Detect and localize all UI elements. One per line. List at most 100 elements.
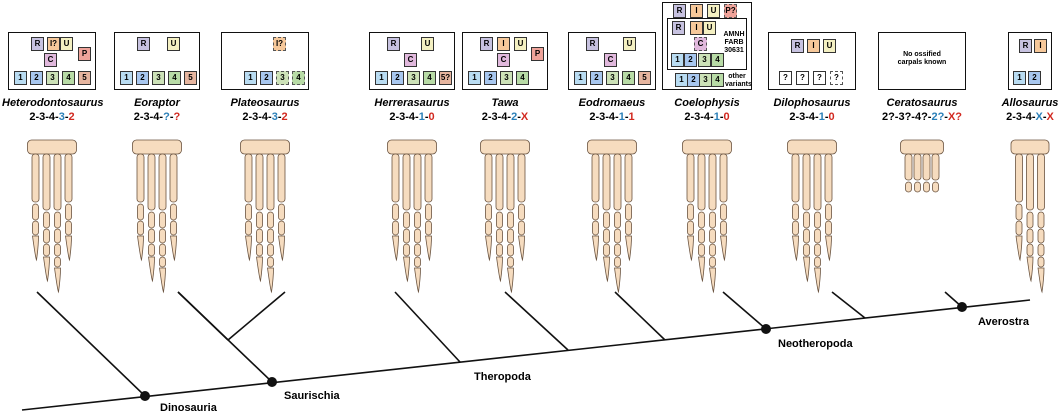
carpal-tile-4: 4 — [423, 71, 436, 85]
carpal-tile-U: U — [707, 4, 720, 18]
carpal-tile-U: U — [623, 37, 636, 51]
hand-skeleton-dilophosaurus — [787, 139, 837, 294]
taxon-name: Herrerasaurus — [374, 97, 450, 109]
phalangeal-formula: 2-3-4-3-2 — [242, 111, 288, 123]
carpal-tile-R: R — [1019, 39, 1032, 53]
taxon-name: Ceratosaurus — [886, 97, 958, 109]
carpal-tile-2: 2 — [687, 73, 700, 87]
hand-skeleton-tawa — [480, 139, 530, 294]
phalangeal-formula: 2-3-4-2-X — [481, 111, 529, 123]
carpal-tile-2: 2 — [1028, 71, 1041, 85]
hand-skeleton-coelophysis — [682, 139, 732, 294]
carpus-diagram-ceratosaurus: No ossified carpals known — [878, 32, 966, 90]
carpal-tile-5: 5 — [184, 71, 197, 85]
carpal-tile-1: 1 — [244, 71, 257, 85]
carpal-tile-1: 1 — [1013, 71, 1026, 85]
hand-skeleton-allosaurus — [1010, 139, 1050, 294]
clade-label-neotheropoda: Neotheropoda — [778, 338, 853, 350]
hand-skeleton-eodromaeus — [587, 139, 637, 294]
carpal-tile-3: 3 — [606, 71, 619, 85]
carpal-tile-I: I — [690, 4, 703, 18]
carpal-tile-4: 4 — [711, 73, 724, 87]
hand-skeleton-herrerasaurus — [387, 139, 437, 294]
carpal-tile-q: ? — [830, 71, 843, 85]
carpal-tile-C: C — [404, 53, 417, 67]
carpal-tile-4: 4 — [168, 71, 181, 85]
carpal-tile-U: U — [60, 37, 73, 51]
carpal-tile-3: 3 — [500, 71, 513, 85]
clade-node — [957, 302, 967, 312]
taxon-name: Plateosaurus — [230, 97, 300, 109]
carpal-tile-4: 4 — [711, 53, 724, 67]
carpal-tile-R: R — [586, 37, 599, 51]
carpal-tile-R: R — [791, 39, 804, 53]
clade-node — [761, 324, 771, 334]
carpal-tile-R: R — [672, 21, 685, 35]
phalangeal-formula: 2-3-4-1-0 — [389, 111, 435, 123]
carpal-tile-I: I — [1034, 39, 1047, 53]
carpal-tile-2: 2 — [30, 71, 43, 85]
hand-skeleton-ceratosaurus — [900, 139, 944, 193]
taxon-name: Eodromaeus — [578, 97, 646, 109]
carpal-tile-R: R — [31, 37, 44, 51]
taxon-name: Heterodontosaurus — [2, 97, 104, 109]
carpal-tile-I: I — [497, 37, 510, 51]
carpal-tile-Pq: P? — [724, 4, 737, 18]
clade-label-dinosauria: Dinosauria — [160, 402, 217, 414]
carpal-tile-4: 4 — [292, 71, 305, 85]
carpal-tile-P: P — [531, 47, 544, 61]
carpal-tile-Iq: I? — [273, 37, 286, 51]
clade-label-theropoda: Theropoda — [474, 371, 531, 383]
no-carpals-note: No ossified carpals known — [897, 51, 947, 66]
carpal-tile-R: R — [673, 4, 686, 18]
clade-label-averostra: Averostra — [978, 316, 1029, 328]
phalangeal-formula: 2-3-4-?-? — [133, 111, 181, 123]
hand-skeleton-plateosaurus — [240, 139, 290, 294]
carpal-tile-1: 1 — [574, 71, 587, 85]
carpal-tile-C: C — [44, 53, 57, 67]
taxon-name: Dilophosaurus — [773, 97, 851, 109]
specimen-label: AMNH FARB 30631 — [723, 31, 745, 54]
other-variants-label: other variants — [725, 73, 752, 88]
carpal-tile-R: R — [480, 37, 493, 51]
carpal-tile-1: 1 — [671, 53, 684, 67]
phalangeal-formula: 2-3-4-1-0 — [789, 111, 835, 123]
phalangeal-formula: 2-3-4-3-2 — [29, 111, 75, 123]
carpal-tile-C: C — [694, 37, 707, 51]
carpal-tile-2: 2 — [136, 71, 149, 85]
carpal-tile-1: 1 — [468, 71, 481, 85]
carpal-tile-I: I — [690, 21, 703, 35]
carpal-tile-R: R — [387, 37, 400, 51]
carpal-tile-U: U — [703, 21, 716, 35]
carpal-tile-4: 4 — [516, 71, 529, 85]
carpal-tile-U: U — [823, 39, 836, 53]
carpal-tile-C: C — [497, 53, 510, 67]
taxon-name: Allosaurus — [1001, 97, 1059, 109]
carpal-tile-2: 2 — [484, 71, 497, 85]
carpal-tile-5: 5 — [638, 71, 651, 85]
carpal-tile-q: ? — [813, 71, 826, 85]
carpal-tile-4: 4 — [62, 71, 75, 85]
carpal-tile-3: 3 — [152, 71, 165, 85]
carpal-tile-5q: 5? — [439, 71, 452, 85]
carpal-tile-3: 3 — [407, 71, 420, 85]
carpal-tile-3: 3 — [699, 73, 712, 87]
carpal-tile-U: U — [167, 37, 180, 51]
taxon-name: Eoraptor — [134, 97, 180, 109]
carpal-tile-q: ? — [779, 71, 792, 85]
carpal-tile-U: U — [514, 37, 527, 51]
carpal-tile-I: I — [807, 39, 820, 53]
carpal-tile-2: 2 — [590, 71, 603, 85]
carpal-tile-1: 1 — [375, 71, 388, 85]
phalangeal-formula: 2?-3?-4?-2?-X? — [881, 111, 963, 123]
